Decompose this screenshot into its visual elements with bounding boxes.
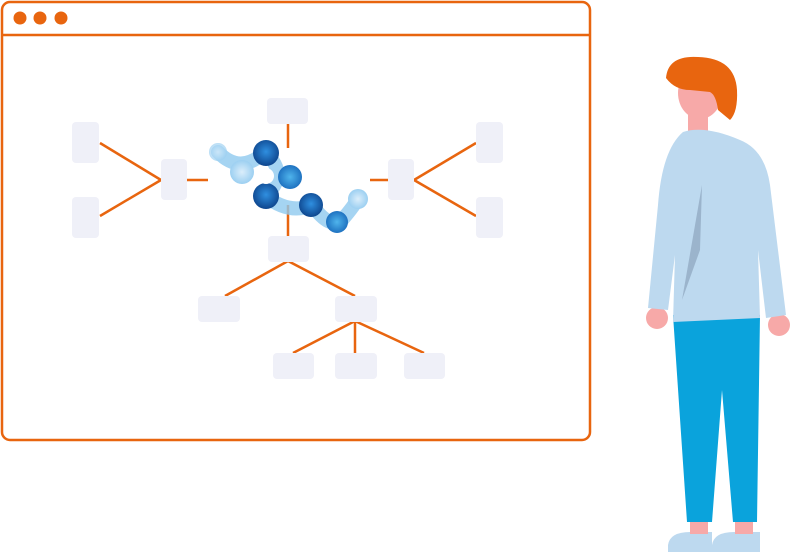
person-figure xyxy=(646,56,790,552)
molecule-logo xyxy=(209,140,368,233)
browser-window xyxy=(0,0,592,442)
diagram-node xyxy=(268,236,309,262)
diagram-node xyxy=(161,159,187,200)
shoe xyxy=(712,532,760,552)
diagram-node xyxy=(198,296,240,322)
shirt xyxy=(648,129,786,322)
diagram-node xyxy=(267,98,308,124)
diagram-node xyxy=(404,353,445,379)
window-dot-icon xyxy=(13,11,27,25)
window-dot-icon xyxy=(54,11,68,25)
shoe xyxy=(668,532,712,552)
hair xyxy=(666,56,738,120)
hand xyxy=(646,307,668,329)
shirt-shadow xyxy=(682,185,702,300)
diagram-node xyxy=(388,159,414,200)
diagram-node xyxy=(476,197,503,238)
window-dot-icon xyxy=(33,11,47,25)
diagram-node xyxy=(72,197,99,238)
diagram-nodes xyxy=(72,98,503,379)
diagram-node xyxy=(335,353,377,379)
hand xyxy=(768,314,790,336)
diagram-connectors xyxy=(99,124,477,355)
window-frame xyxy=(0,0,592,442)
pants xyxy=(673,315,760,522)
diagram-node xyxy=(72,122,99,163)
diagram-node xyxy=(273,353,314,379)
diagram-node xyxy=(476,122,503,163)
diagram-node xyxy=(335,296,377,322)
